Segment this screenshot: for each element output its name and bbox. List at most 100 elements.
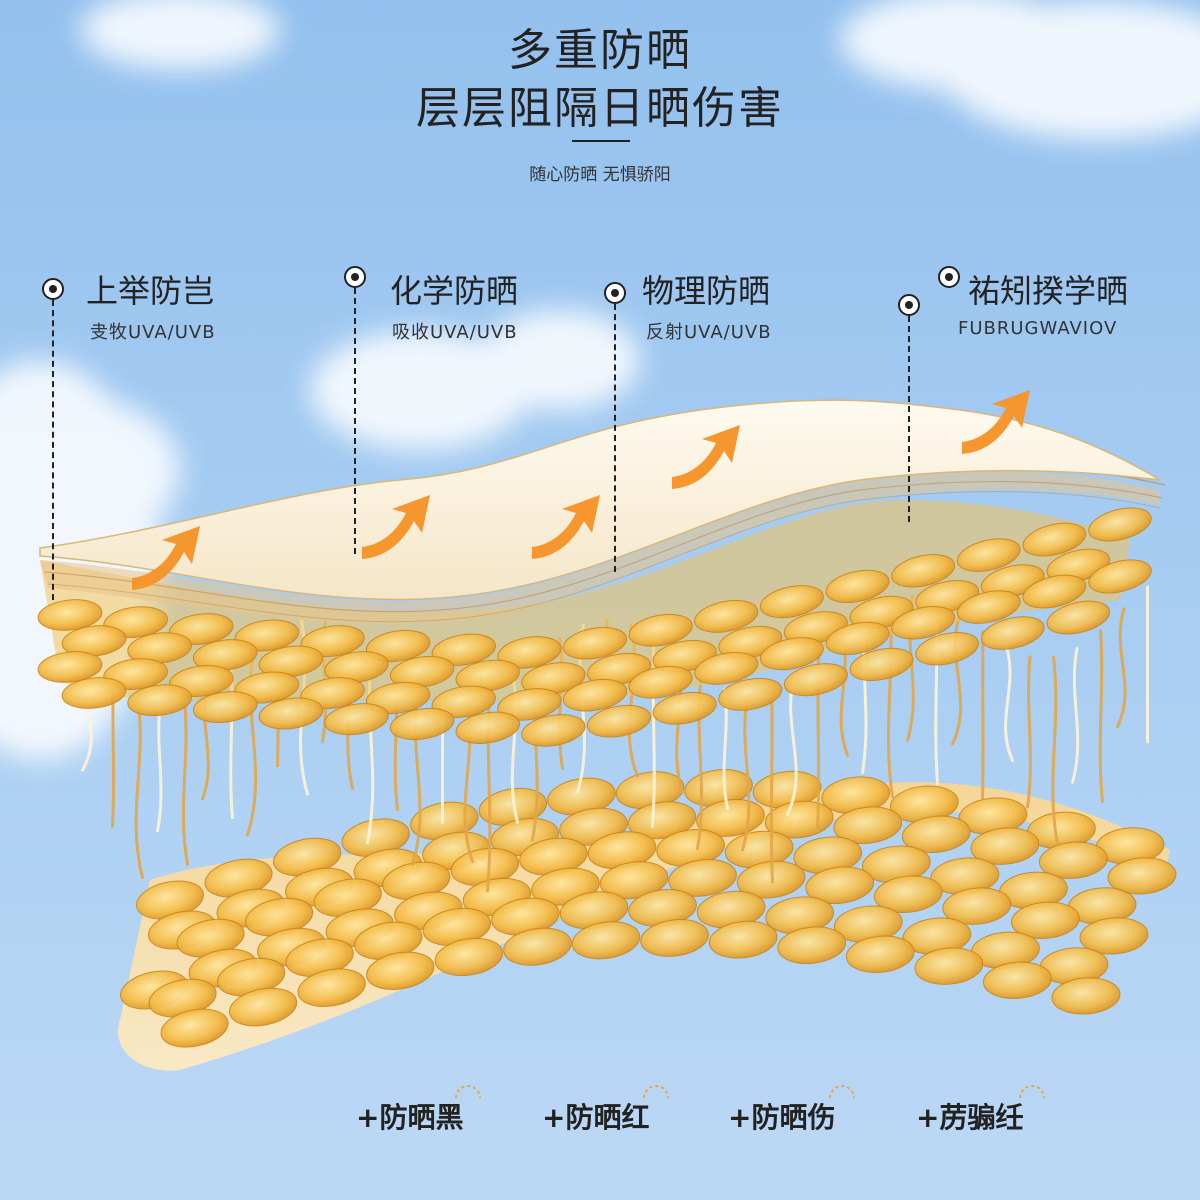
cell	[759, 585, 824, 619]
arrow-up-icon	[362, 495, 430, 559]
page-title-line2: 层层阻隔日晒伤害	[416, 83, 784, 134]
cell	[497, 688, 562, 721]
cell	[562, 626, 628, 660]
cell	[1046, 600, 1111, 635]
cell	[718, 677, 783, 711]
cell	[956, 590, 1021, 624]
cell	[640, 919, 709, 957]
cell	[873, 875, 943, 913]
cell	[192, 691, 258, 723]
layer-desc: 吸收UVA/UVB	[392, 322, 518, 343]
cell	[694, 599, 759, 633]
fiber	[1116, 607, 1127, 729]
target-dot-icon	[42, 278, 64, 300]
cell	[1051, 977, 1121, 1015]
cell	[258, 697, 324, 730]
sparkle-icon	[1019, 1085, 1045, 1099]
cell	[759, 637, 824, 671]
target-dot-icon	[344, 266, 366, 288]
layer-desc: FUBRUGWAVIOV	[958, 318, 1118, 339]
title-divider	[572, 140, 630, 142]
cell	[764, 800, 834, 839]
fiber	[1071, 646, 1080, 784]
cell	[1011, 901, 1080, 939]
cell	[825, 621, 890, 655]
cell	[521, 714, 586, 747]
cell	[980, 616, 1045, 650]
cell	[845, 935, 915, 973]
lower-cell-layer	[120, 769, 1177, 1048]
cell	[365, 681, 431, 715]
cell	[37, 599, 103, 631]
cell	[571, 921, 641, 960]
fiber	[981, 630, 985, 800]
cell	[627, 801, 697, 840]
cell	[694, 651, 759, 685]
benefit-label-3: +防晒伤	[728, 1101, 836, 1134]
cell	[365, 629, 431, 663]
cell	[970, 827, 1040, 865]
cell	[956, 538, 1021, 572]
cell	[891, 606, 956, 640]
cell	[297, 968, 366, 1007]
cell	[891, 554, 956, 588]
cell	[434, 937, 504, 977]
fiber	[1098, 629, 1104, 804]
cell	[708, 920, 778, 959]
arrow-up-icon	[672, 425, 740, 489]
cell	[901, 815, 971, 853]
cell	[599, 861, 669, 900]
cell	[1088, 559, 1152, 594]
page-subtitle: 随心防晒 无惧骄阳	[529, 165, 671, 185]
sparkle-icon	[829, 1085, 855, 1099]
cell	[914, 947, 984, 985]
cell	[652, 691, 717, 725]
cell	[915, 632, 980, 666]
benefit-label-4: +苈骟纴	[916, 1101, 1024, 1134]
fiber	[156, 698, 163, 833]
cell	[783, 663, 848, 697]
cell	[229, 987, 298, 1027]
layer-name: 化学防晒	[390, 272, 519, 310]
fiber	[769, 687, 774, 884]
fiber	[1026, 655, 1032, 809]
cell	[127, 684, 192, 717]
leader-line	[354, 288, 356, 554]
cell	[1079, 917, 1149, 955]
cell	[833, 806, 903, 844]
target-dot-icon	[898, 294, 920, 316]
cell	[61, 677, 127, 709]
cell	[562, 678, 628, 712]
cell	[431, 633, 496, 666]
cell	[503, 927, 572, 966]
layer-desc: 反射UVA/UVB	[646, 322, 772, 343]
leader-line	[908, 316, 910, 522]
cell	[497, 636, 562, 669]
cell	[431, 685, 496, 718]
cell	[983, 961, 1052, 999]
page-title: 多重防晒	[508, 25, 692, 76]
leader-line	[614, 304, 616, 572]
uv-reflect-arrows	[132, 390, 1030, 590]
arrow-up-icon	[532, 495, 600, 559]
cell	[1039, 841, 1108, 879]
fiber	[181, 694, 189, 866]
protective-film	[39, 399, 1161, 601]
fiber	[1051, 655, 1059, 846]
cell	[825, 569, 890, 603]
cell	[628, 665, 693, 699]
fiber	[134, 692, 144, 880]
cell	[37, 651, 103, 683]
layer-desc: 叏牧UVA/UVB	[90, 322, 216, 343]
cell	[160, 1008, 229, 1048]
cell	[586, 704, 652, 738]
cell	[1088, 507, 1152, 542]
cell	[849, 647, 914, 681]
benefit-label-1: +防晒黑	[356, 1101, 464, 1134]
arrow-up-icon	[962, 390, 1030, 454]
cell	[1022, 574, 1087, 609]
film-stack	[39, 399, 1166, 624]
leader-line	[52, 300, 54, 600]
